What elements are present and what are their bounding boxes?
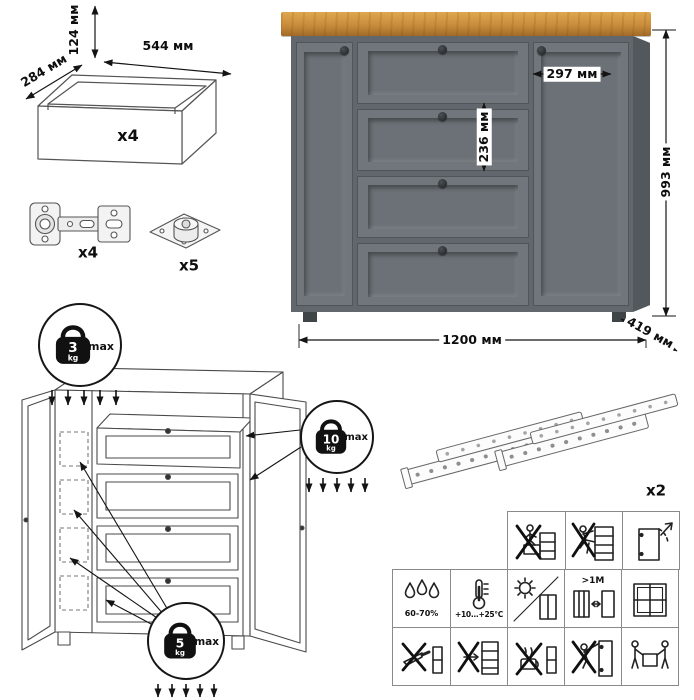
door-adjustment-icon (638, 521, 673, 561)
max-label: max (194, 636, 219, 648)
drawer-2-panel (368, 118, 518, 162)
right-door-knob (537, 46, 546, 55)
drawer-2-knob (438, 112, 447, 121)
heat-distance-text: >1M (581, 575, 605, 586)
slides-count: x2 (645, 481, 667, 500)
right-door-panel (541, 52, 621, 296)
foot-count: x5 (178, 256, 200, 275)
drawer-1-panel (368, 51, 518, 95)
svg-text:10: 10 (323, 432, 340, 446)
drawer-box-count: x4 (117, 126, 139, 145)
left-door-knob (340, 46, 349, 55)
pictogram-no-pushing (450, 628, 507, 685)
pictogram-temperature: +10...+25°C (450, 570, 507, 627)
drawer-1-knob (438, 45, 447, 54)
two-person-carry-icon (631, 639, 669, 669)
humidity-drops-icon (404, 579, 439, 599)
pictogram-avoid-sunlight (507, 570, 564, 627)
commode-side-panel (633, 36, 650, 312)
pictogram-no-hot-objects (507, 628, 564, 685)
no-climbing-icon (571, 522, 614, 561)
kettlebell-icon: 10 kg (315, 419, 347, 454)
drawer-4-panel (368, 252, 518, 297)
no-pushing-icon (457, 640, 499, 675)
drawer-3-panel (368, 185, 518, 229)
hinge-drawing (29, 202, 131, 246)
avoid-sunlight-icon (513, 575, 559, 622)
svg-text:kg: kg (175, 648, 185, 657)
drawer-height-label: 236 мм (476, 108, 492, 166)
no-hanging-on-doors-icon (571, 639, 613, 677)
pictogram-no-hanging-on-doors (564, 628, 621, 685)
humidity-range-text: 60-70% (404, 609, 439, 618)
product-width-label: 1200 мм (439, 332, 505, 348)
svg-text:kg: kg (68, 353, 79, 362)
drawer-box-depth-label: 284 мм (17, 50, 70, 90)
svg-text:5: 5 (176, 636, 185, 651)
left-door-panel (304, 52, 345, 296)
product-height-label: 993 мм (658, 143, 674, 201)
drawer-box-width-label: 544 мм (142, 37, 194, 53)
drawer-box-height-label: 124 мм (65, 4, 81, 56)
heat-source-distance-icon (573, 589, 615, 618)
pictogram-no-climbing (565, 512, 622, 569)
load-pointer-lines (69, 429, 302, 626)
commode-drawer-4 (357, 243, 529, 306)
pictogram-no-sharp-objects (393, 628, 450, 685)
pictogram-two-person-carry (621, 628, 678, 685)
handling-pictograms (392, 627, 679, 686)
foot-drawing (149, 213, 221, 249)
pictogram-heat-distance: >1M (564, 570, 621, 627)
kettlebell-icon: 3 kg (55, 325, 91, 364)
temperature-range-text: +10...+25°C (455, 610, 503, 620)
svg-text:3: 3 (68, 340, 77, 356)
drawer-3-knob (438, 179, 447, 188)
commode-top-board (281, 12, 651, 36)
warning-pictograms (507, 511, 680, 570)
pictogram-ventilation (621, 570, 678, 627)
max-load-drawer-badge: 10 kg max (300, 400, 374, 474)
max-load-lower-drawers-badge: 5 kg max (147, 602, 225, 680)
condition-pictograms: 60-70% +10...+25°C (392, 569, 679, 628)
no-standing-on-drawers-icon (515, 523, 556, 560)
product-depth-label: 419 мм (621, 312, 679, 354)
commode-left-door (296, 42, 353, 306)
no-hot-objects-icon (515, 642, 557, 675)
max-label: max (88, 340, 114, 353)
no-sharp-objects-icon (401, 642, 443, 674)
commode-right-door (533, 42, 629, 306)
commode-drawer-3 (357, 176, 529, 238)
pictogram-humidity: 60-70% (393, 570, 450, 627)
hinge-count: x4 (77, 243, 99, 262)
commode-left-foot (303, 312, 317, 322)
pictogram-no-standing-on-drawers (508, 512, 565, 569)
max-label: max (344, 432, 368, 443)
door-width-label: 297 мм (543, 66, 601, 82)
drawer-4-knob (438, 246, 447, 255)
svg-text:kg: kg (326, 445, 336, 453)
max-load-top-badge: 3 kg max (38, 303, 122, 387)
ventilated-room-window-icon (633, 582, 667, 617)
drawer-slides-drawing (400, 393, 679, 489)
commode-drawer-1 (357, 42, 529, 104)
drawer-box-drawing (37, 74, 217, 165)
pictogram-door-adjustment (622, 512, 679, 569)
commode-right-foot (612, 312, 626, 322)
thermometer-icon (472, 579, 489, 610)
